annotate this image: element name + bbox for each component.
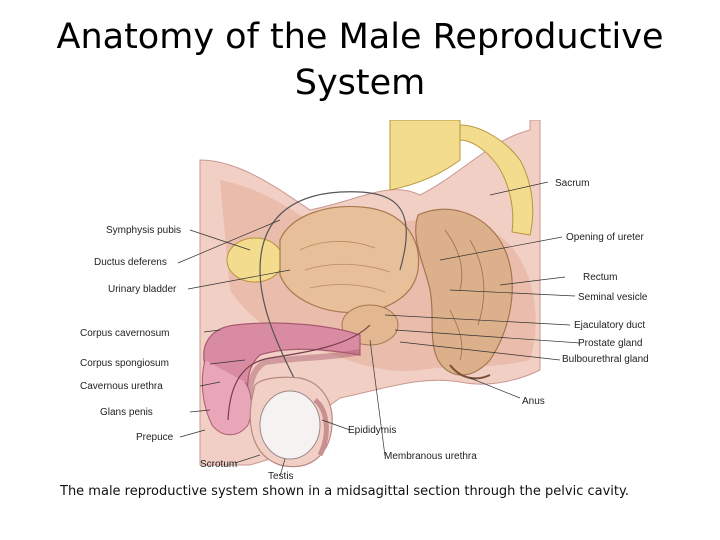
bladder-folds bbox=[299, 241, 391, 293]
spine-column bbox=[389, 120, 461, 191]
slide-title: Anatomy of the Male Reproductive System bbox=[56, 17, 664, 103]
epididymis-shape bbox=[313, 398, 329, 457]
label-rectum: Rectum bbox=[583, 272, 618, 283]
sacrum-bone bbox=[459, 124, 534, 236]
symphysis-pubis-bone bbox=[226, 237, 284, 283]
label-prostate-gland: Prostate gland bbox=[578, 338, 643, 349]
label-seminal-vesicle: Seminal vesicle bbox=[578, 292, 648, 303]
label-cavernous-urethra: Cavernous urethra bbox=[80, 381, 163, 392]
urethra-line bbox=[227, 324, 371, 421]
label-urinary-bladder: Urinary bladder bbox=[108, 284, 177, 295]
anatomy-illustration bbox=[160, 120, 680, 480]
label-ejaculatory-duct: Ejaculatory duct bbox=[574, 320, 646, 331]
label-corpus-spongiosum: Corpus spongiosum bbox=[80, 358, 169, 369]
corpus-spongiosum-shape bbox=[247, 349, 361, 403]
label-scrotum: Scrotum bbox=[200, 459, 238, 470]
midsagittal-section-drawing bbox=[177, 120, 581, 477]
label-glans-penis: Glans penis bbox=[100, 407, 153, 418]
label-ductus-deferens: Ductus deferens bbox=[94, 257, 167, 268]
rectum-folds bbox=[444, 229, 485, 361]
label-symphysis-pubis: Symphysis pubis bbox=[106, 225, 182, 236]
urinary-bladder-shape bbox=[279, 205, 420, 313]
label-membranous-urethra: Membranous urethra bbox=[384, 451, 477, 462]
label-bulbourethral-gland: Bulbourethral gland bbox=[562, 354, 649, 365]
figure-caption: The male reproductive system shown in a … bbox=[60, 484, 629, 499]
label-testis: Testis bbox=[268, 471, 294, 482]
label-corpus-cavernosum: Corpus cavernosum bbox=[80, 328, 170, 339]
anus-shape bbox=[449, 364, 491, 380]
testis-shape bbox=[259, 390, 321, 460]
label-sacrum: Sacrum bbox=[555, 178, 590, 189]
label-epididymis: Epididymis bbox=[348, 425, 397, 436]
label-opening-of-ureter: Opening of ureter bbox=[566, 232, 644, 243]
label-anus: Anus bbox=[522, 396, 545, 407]
leader-lines bbox=[177, 181, 581, 477]
label-prepuce: Prepuce bbox=[136, 432, 174, 443]
